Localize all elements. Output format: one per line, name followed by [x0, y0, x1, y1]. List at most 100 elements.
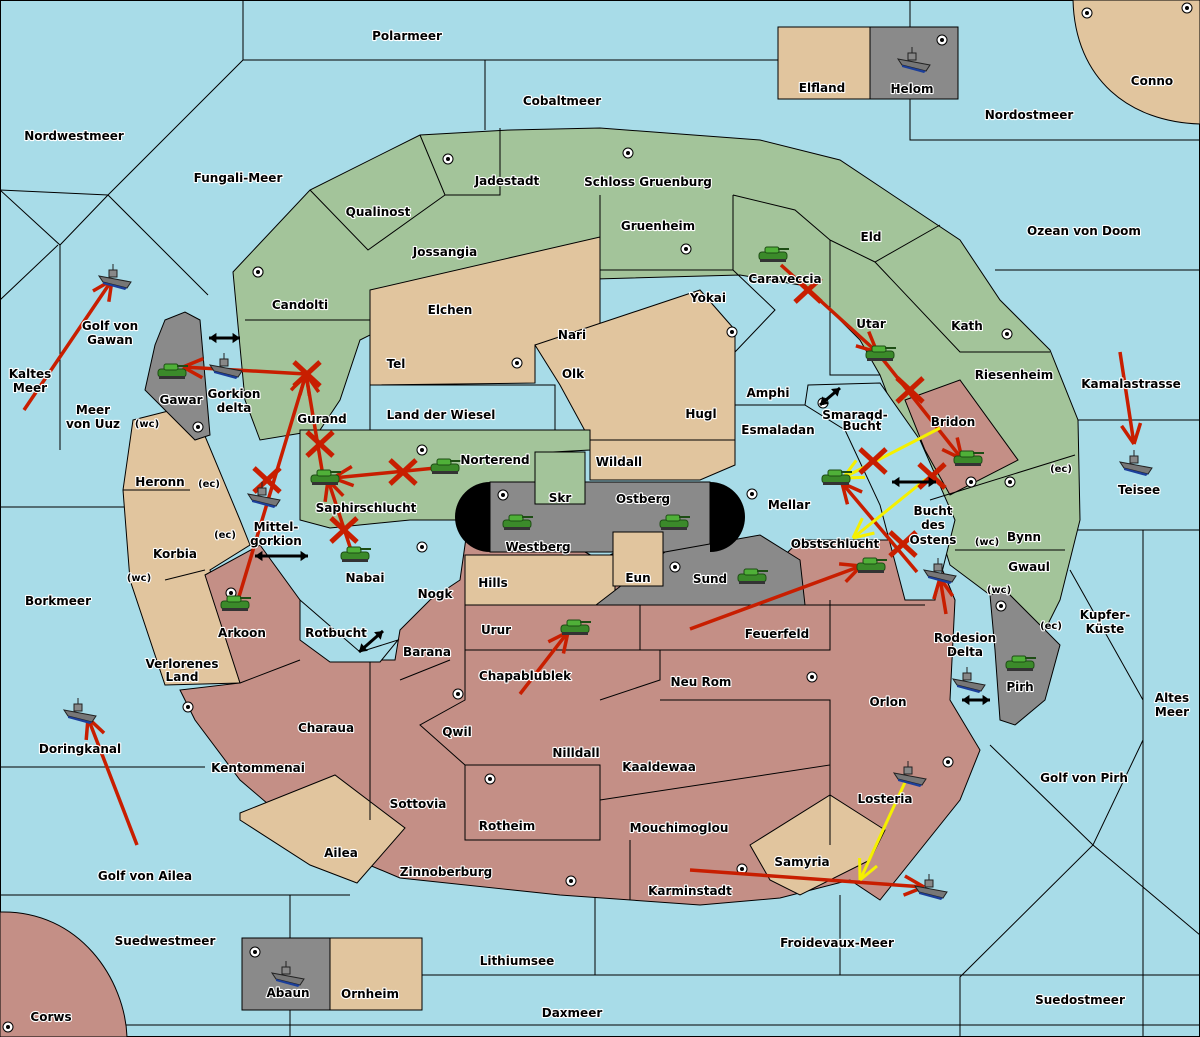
land-label[interactable]: Feuerfeld — [744, 626, 811, 642]
army-tank-icon[interactable] — [340, 546, 371, 562]
land-label[interactable]: Samyria — [773, 854, 830, 870]
sea-label[interactable]: Froidevaux-Meer — [779, 935, 895, 951]
land-label[interactable]: Candolti — [271, 297, 329, 313]
sea-label[interactable]: Kaltes — [8, 366, 53, 382]
land-label[interactable]: Hills — [477, 575, 509, 591]
land-label[interactable]: Jossangia — [411, 244, 479, 260]
sea-label[interactable]: Ozean von Doom — [1026, 223, 1142, 239]
army-tank-icon[interactable] — [737, 568, 768, 584]
army-tank-icon[interactable] — [953, 450, 984, 466]
land-label[interactable]: Nabai — [344, 570, 385, 586]
sea-label[interactable]: Golf von Pirh — [1039, 770, 1129, 786]
sea-label[interactable]: Küste — [1085, 621, 1126, 637]
army-tank-icon[interactable] — [758, 246, 789, 262]
land-label[interactable]: Nilldall — [551, 745, 600, 761]
land-label[interactable]: Elchen — [427, 302, 474, 318]
land-label[interactable]: Heronn — [134, 474, 186, 490]
land-label[interactable]: Gurand — [296, 411, 348, 427]
sea-label[interactable]: Kamalastrasse — [1080, 376, 1182, 392]
sea-label[interactable]: Lithiumsee — [479, 953, 556, 969]
land-label[interactable]: Nogk — [416, 586, 454, 602]
land-label[interactable]: Esmaladan — [740, 422, 816, 438]
land-label[interactable]: Ostberg — [615, 491, 672, 507]
land-label[interactable]: Schloss Gruenburg — [583, 174, 713, 190]
sea-label[interactable]: Gawan — [86, 332, 134, 348]
army-tank-icon[interactable] — [430, 458, 461, 474]
land-label[interactable]: Conno — [1130, 73, 1175, 89]
land-label[interactable]: Arkoon — [217, 625, 267, 641]
army-tank-icon[interactable] — [659, 514, 690, 530]
sea-label[interactable]: Borkmeer — [24, 593, 92, 609]
fleet-ship-icon[interactable] — [951, 667, 986, 693]
land-label[interactable]: Gwaul — [1007, 559, 1051, 575]
army-tank-icon[interactable] — [310, 469, 341, 485]
army-tank-icon[interactable] — [865, 345, 896, 361]
land-label[interactable]: Zinnoberburg — [399, 864, 494, 880]
land-label[interactable]: Yokai — [688, 290, 727, 306]
land-label[interactable]: Eun — [624, 570, 651, 586]
land-label[interactable]: Urur — [480, 622, 512, 638]
fleet-ship-icon[interactable] — [1118, 450, 1153, 476]
land-label[interactable]: Kath — [950, 318, 984, 334]
army-tank-icon[interactable] — [821, 469, 852, 485]
land-label[interactable]: Skr — [548, 490, 573, 506]
land-label[interactable]: Kentommenai — [210, 760, 306, 776]
fleet-ship-icon[interactable] — [922, 558, 957, 584]
sea-label[interactable]: Cobaltmeer — [522, 93, 603, 109]
land-label[interactable]: Chapablublek — [478, 668, 573, 684]
sea-label[interactable]: Teisee — [1117, 482, 1161, 498]
sea-label[interactable]: Bucht — [912, 503, 954, 519]
sea-label[interactable]: Rodesion — [933, 630, 997, 646]
fleet-ship-icon[interactable] — [97, 264, 132, 290]
land-label[interactable]: Ailea — [323, 845, 359, 861]
land-label[interactable]: Obstschlucht — [790, 536, 881, 552]
land-label[interactable]: Losteria — [856, 791, 913, 807]
army-tank-icon[interactable] — [220, 595, 251, 611]
land-label[interactable]: Bynn — [1006, 529, 1042, 545]
sea-label[interactable]: Meer — [75, 402, 111, 418]
land-label[interactable]: Ornheim — [340, 986, 400, 1002]
land-label[interactable]: Amphi — [745, 385, 790, 401]
land-label[interactable]: Gawar — [158, 392, 203, 408]
land-label[interactable]: Qwil — [441, 724, 473, 740]
land-label[interactable]: Riesenheim — [974, 367, 1055, 383]
land-label[interactable]: Jadestadt — [473, 173, 541, 189]
land-label[interactable]: Mouchimoglou — [629, 820, 730, 836]
sea-label[interactable]: Suedwestmeer — [114, 933, 217, 949]
land-label[interactable]: Sund — [692, 571, 729, 587]
land-label[interactable]: Abaun — [265, 985, 310, 1001]
fleet-ship-icon[interactable] — [62, 698, 97, 724]
land-label[interactable]: Utar — [855, 316, 887, 332]
land-label[interactable]: Saphirschlucht — [315, 500, 418, 516]
land-label[interactable]: Helom — [889, 81, 934, 97]
land-label[interactable]: Pirh — [1005, 679, 1035, 695]
land-label[interactable]: Kaaldewaa — [621, 759, 697, 775]
land-label[interactable]: Norterend — [459, 452, 530, 468]
fleet-ship-icon[interactable] — [892, 761, 927, 787]
army-tank-icon[interactable] — [856, 557, 887, 573]
sea-label[interactable]: Golf von Ailea — [97, 868, 193, 884]
land-label[interactable]: Westberg — [504, 539, 571, 555]
sea-label[interactable]: Delta — [946, 644, 984, 660]
land-label[interactable]: Nari — [557, 327, 587, 343]
land-label[interactable]: Land der Wiesel — [386, 407, 497, 423]
land-label[interactable]: Barana — [402, 644, 452, 660]
sea-label[interactable]: Bucht — [841, 418, 883, 434]
sea-label[interactable]: Nordostmeer — [984, 107, 1075, 123]
sea-label[interactable]: Fungali-Meer — [193, 170, 284, 186]
sea-label[interactable]: Altes — [1154, 690, 1191, 706]
sea-label[interactable]: Nordwestmeer — [23, 128, 125, 144]
sea-label[interactable]: Polarmeer — [371, 28, 443, 44]
sea-label[interactable]: Smaragd- — [821, 407, 889, 423]
land-label[interactable]: Land — [164, 669, 199, 685]
sea-label[interactable]: Daxmeer — [541, 1005, 604, 1021]
land-label[interactable]: Wildall — [595, 454, 644, 470]
land-label[interactable]: Qualinost — [345, 204, 412, 220]
land-label[interactable]: Sottovia — [389, 796, 448, 812]
sea-label[interactable]: Golf von — [81, 318, 139, 334]
army-tank-icon[interactable] — [560, 619, 591, 635]
sea-label[interactable]: Rotbucht — [304, 625, 368, 641]
army-tank-icon[interactable] — [502, 514, 533, 530]
land-label[interactable]: Bridon — [930, 414, 977, 430]
